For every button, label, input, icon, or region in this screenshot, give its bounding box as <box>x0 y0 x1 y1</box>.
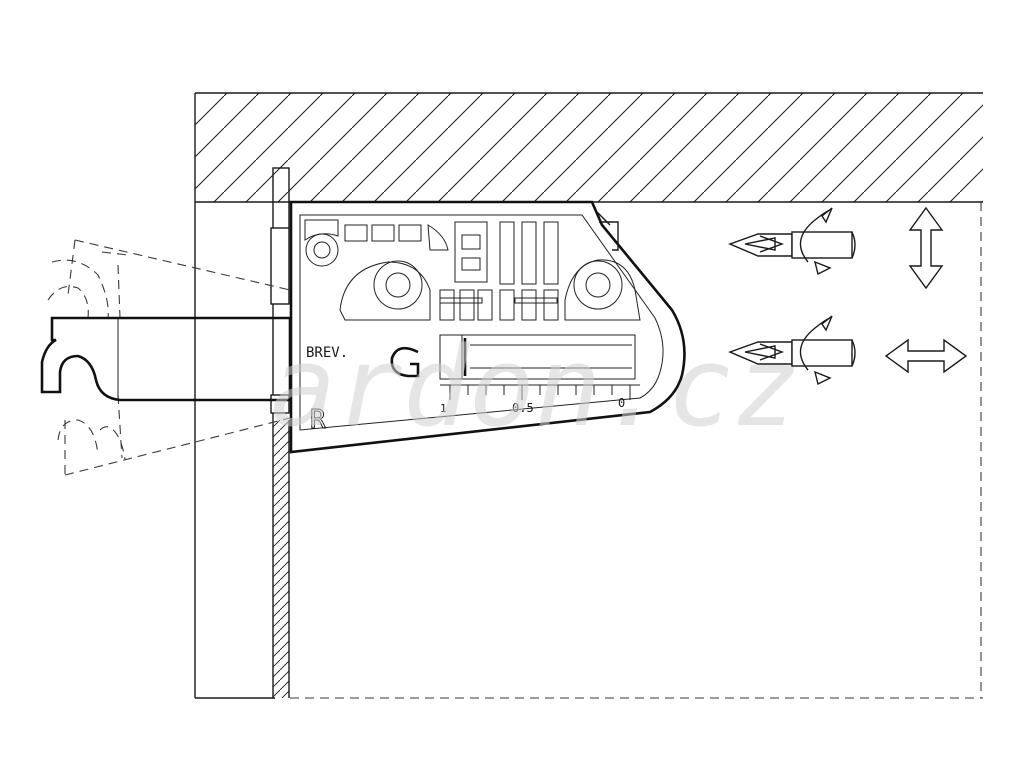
watermark: ardon.cz <box>270 323 800 451</box>
r-mark: R <box>310 405 326 435</box>
cabinet-outline <box>194 202 983 699</box>
cabinet-top-panel <box>194 92 983 203</box>
double-arrow-horizontal-icon <box>884 338 968 374</box>
phillips-screwdriver-icon <box>728 207 856 276</box>
phillips-screwdriver-icon-2 <box>728 315 856 386</box>
brev-label: BREV. <box>306 345 348 361</box>
open-position-ghost <box>47 239 291 476</box>
scale-label-0: 0 <box>618 396 625 410</box>
door-panel <box>270 167 290 698</box>
hinge-arm <box>40 316 292 402</box>
scale-label-05: 0.5 <box>512 401 534 415</box>
g-logo <box>390 346 420 378</box>
depth-scale <box>440 384 640 400</box>
adjustment-slots <box>344 221 559 321</box>
scale-label-1: 1 <box>440 402 447 415</box>
adjustment-slider <box>439 334 636 380</box>
double-arrow-vertical-icon <box>908 206 944 290</box>
hinge-body: BREV. R 1 0.5 0 <box>289 200 686 454</box>
